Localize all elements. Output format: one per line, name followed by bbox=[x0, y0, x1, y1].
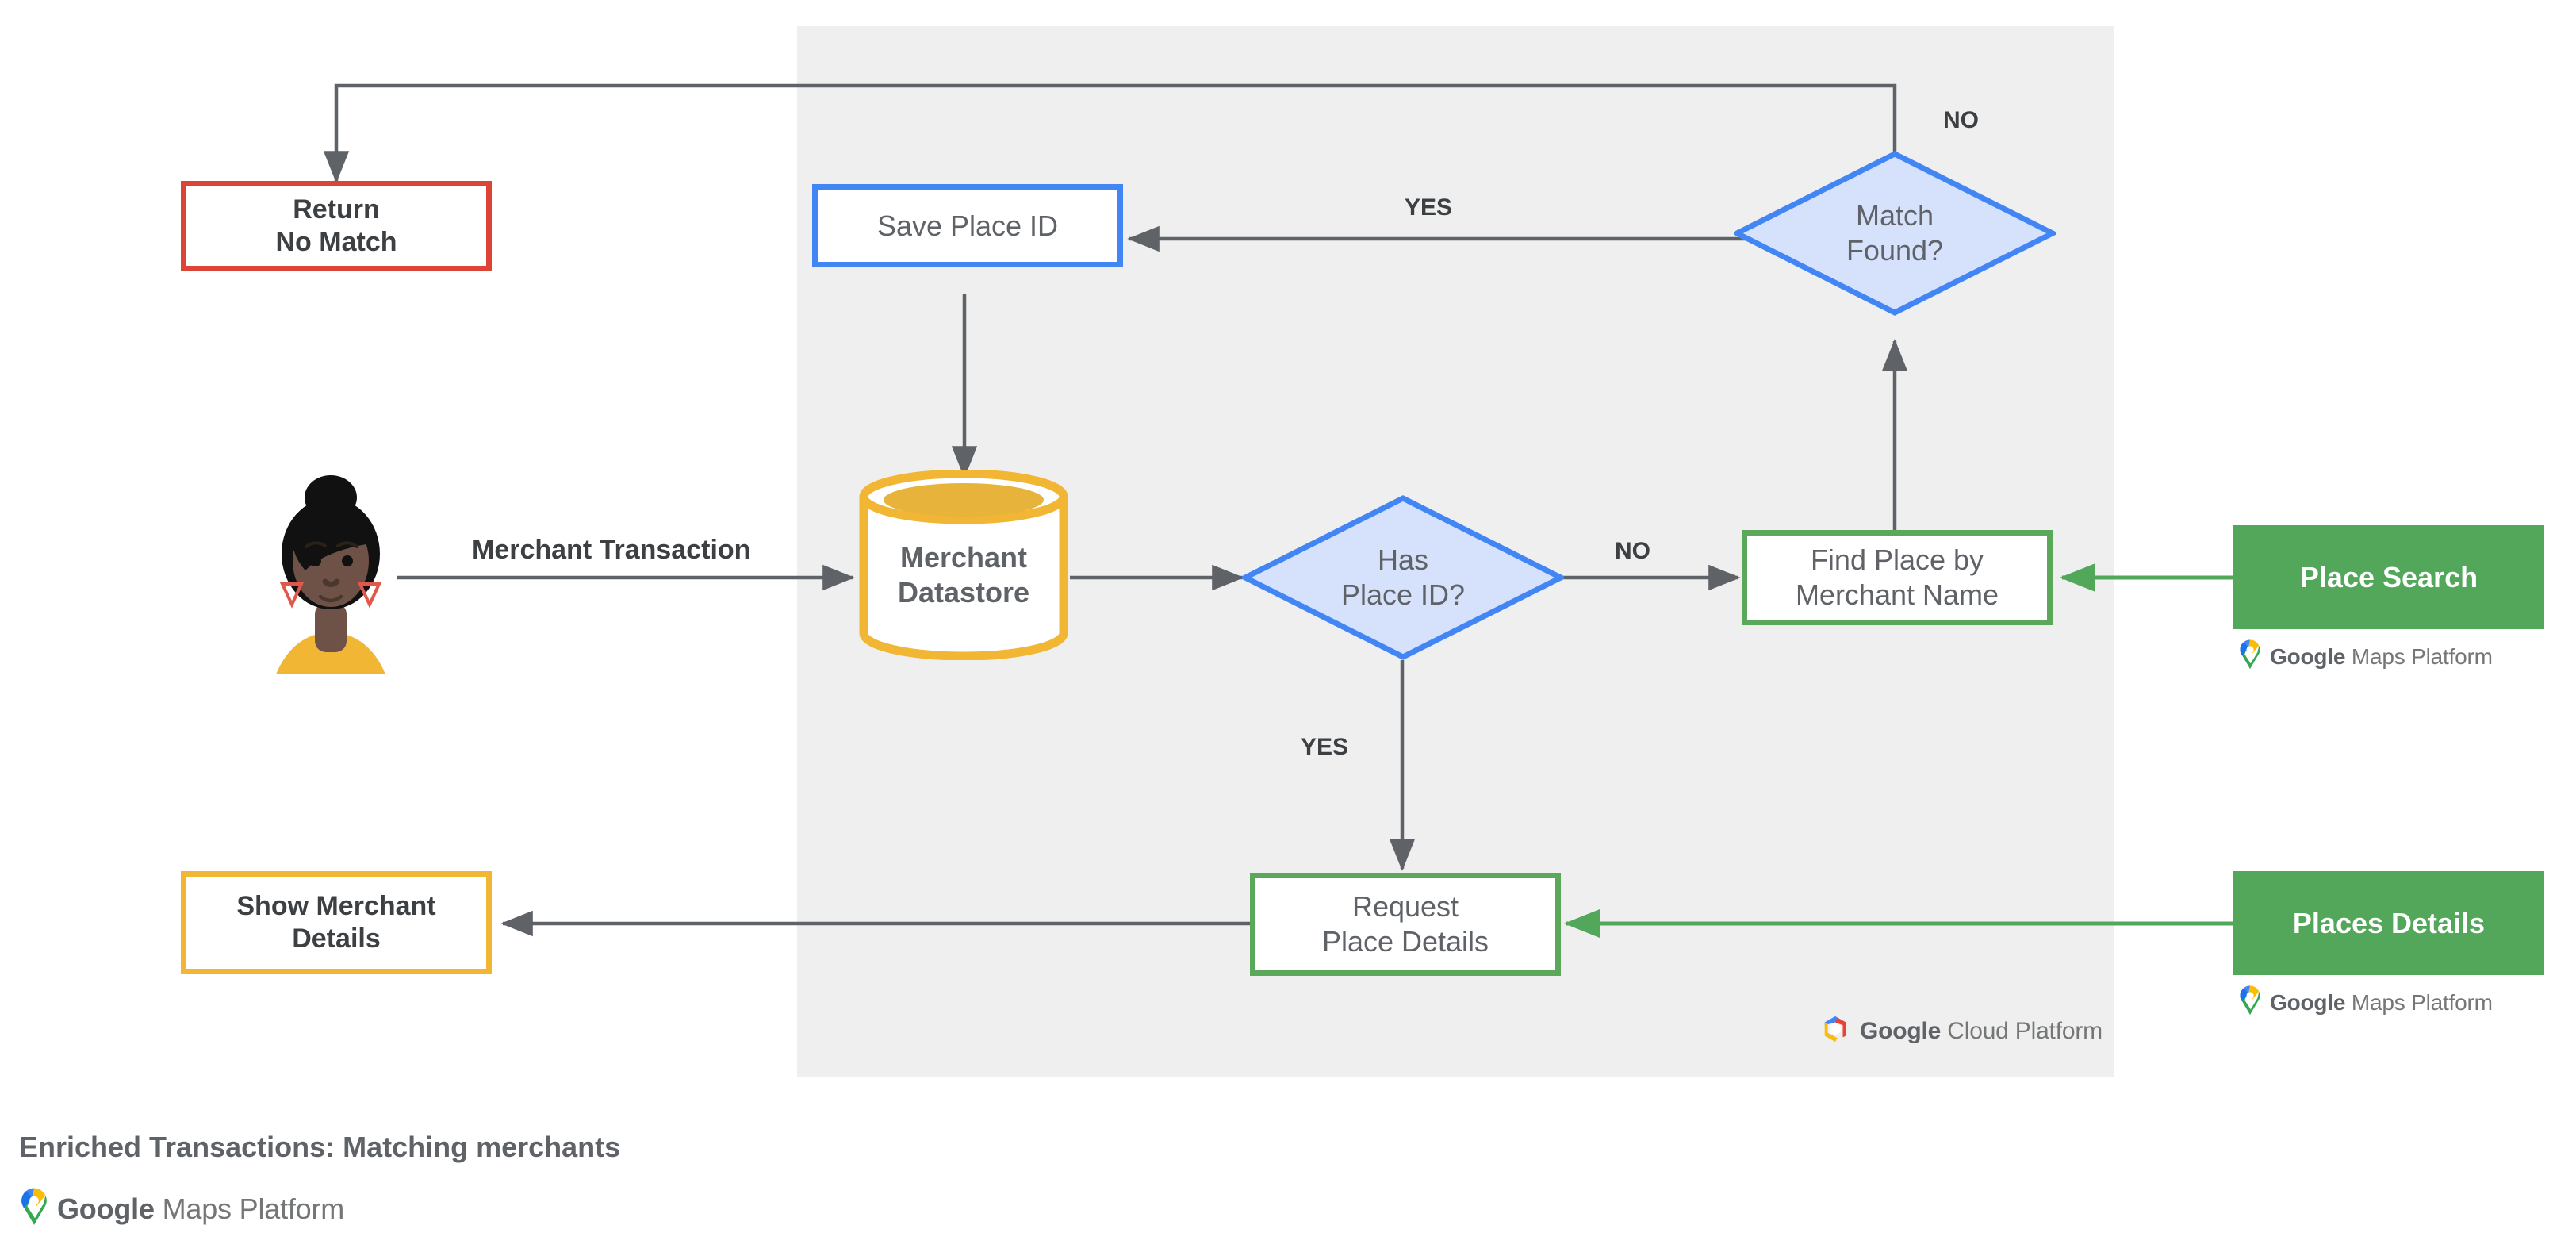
edge-label-has-place-id-no: NO bbox=[1615, 538, 1650, 564]
node-label: Show Merchant Details bbox=[236, 890, 436, 954]
logo-text: Google Maps Platform bbox=[57, 1192, 345, 1225]
node-label: Request Place Details bbox=[1321, 890, 1489, 958]
google-maps-platform-logo-caption: Google Maps Platform bbox=[19, 1188, 344, 1230]
node-find-place-by-merchant-name[interactable]: Find Place by Merchant Name bbox=[1742, 530, 2053, 625]
node-save-place-id[interactable]: Save Place ID bbox=[812, 184, 1123, 267]
map-pin-icon bbox=[2238, 639, 2262, 674]
node-label: Return No Match bbox=[275, 194, 397, 257]
node-label: Match Found? bbox=[1846, 199, 1944, 267]
node-label: Find Place by Merchant Name bbox=[1795, 543, 1999, 611]
node-label: Places Details bbox=[2292, 906, 2486, 939]
logo-text: Google Maps Platform bbox=[2270, 643, 2493, 669]
node-label: Place Search bbox=[2299, 560, 2478, 593]
google-cloud-platform-logo: Google Cloud Platform bbox=[1820, 1014, 2103, 1048]
node-label: Has Place ID? bbox=[1340, 543, 1466, 611]
node-match-found[interactable]: Match Found? bbox=[1734, 151, 2056, 316]
node-label: Merchant Datastore bbox=[897, 541, 1030, 609]
map-pin-icon bbox=[2238, 985, 2262, 1020]
map-pin-icon bbox=[19, 1188, 49, 1230]
node-request-place-details[interactable]: Request Place Details bbox=[1250, 873, 1561, 976]
edge-label-match-found-no: NO bbox=[1943, 107, 1979, 133]
edge-label-match-found-yes: YES bbox=[1405, 194, 1453, 221]
node-has-place-id[interactable]: Has Place ID? bbox=[1242, 495, 1564, 660]
edge-label-merchant-transaction: Merchant Transaction bbox=[472, 535, 751, 565]
node-place-search[interactable]: Place Search bbox=[2233, 525, 2544, 629]
google-maps-platform-logo-places-details: Google Maps Platform bbox=[2238, 985, 2493, 1020]
diagram-caption: Enriched Transactions: Matching merchant… bbox=[19, 1131, 621, 1163]
node-merchant-datastore[interactable]: Merchant Datastore bbox=[857, 470, 1071, 660]
logo-text: Google Maps Platform bbox=[2270, 989, 2493, 1015]
node-return-no-match[interactable]: Return No Match bbox=[181, 181, 492, 271]
google-maps-platform-logo-place-search: Google Maps Platform bbox=[2238, 639, 2493, 674]
cloud-hexagon-icon bbox=[1820, 1014, 1850, 1048]
node-show-merchant-details[interactable]: Show Merchant Details bbox=[181, 871, 492, 974]
node-places-details[interactable]: Places Details bbox=[2233, 871, 2544, 975]
node-label: Save Place ID bbox=[876, 209, 1059, 242]
edge-label-has-place-id-yes: YES bbox=[1301, 734, 1349, 760]
customer-avatar bbox=[263, 464, 398, 674]
logo-text: Google Cloud Platform bbox=[1860, 1017, 2103, 1044]
